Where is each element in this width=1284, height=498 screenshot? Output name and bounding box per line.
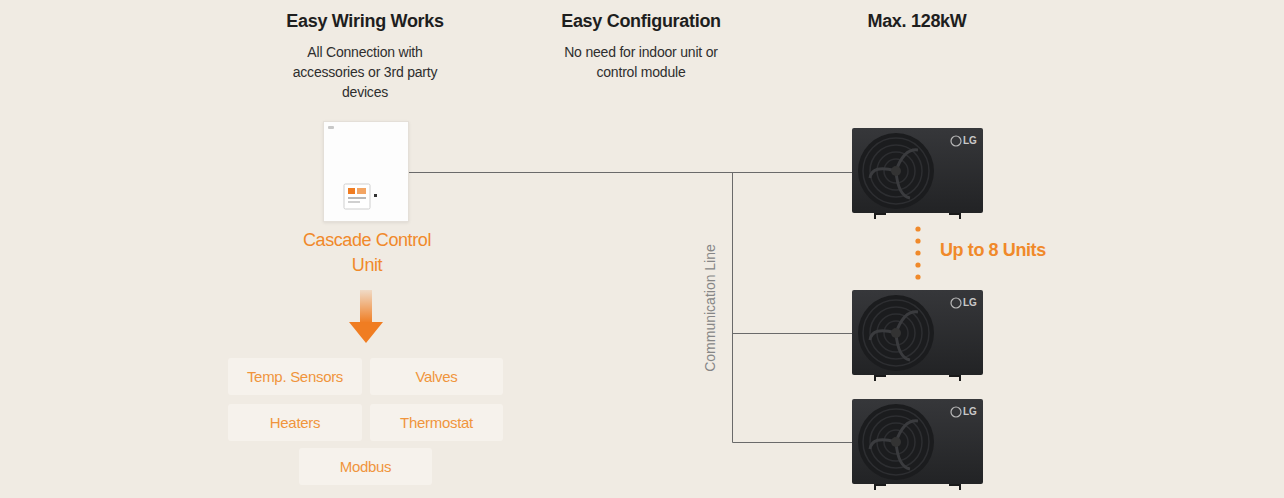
section-heading: Easy Configuration [521,9,761,33]
brand-logo: LG [963,135,977,147]
control-unit: Cascade Control Unit [323,121,409,222]
brand-logo: LG [963,297,977,309]
accessory-box: Thermostat [370,404,503,441]
controller-face [324,122,410,223]
accessory-label: Temp. Sensors [247,368,343,385]
unit-label: Cascade Control Unit [302,228,432,278]
accessory-label: Valves [415,368,457,385]
section-note: No need for indoor unit or control modul… [560,42,722,82]
accessory-box: Modbus [299,448,432,485]
ellipsis-dots [915,226,920,279]
section-note: All Connection with accessories or 3rd p… [290,42,440,102]
section-heading: Max. 128kW [817,9,1017,33]
communication-line [409,173,852,443]
accessory-box: Temp. Sensors [228,358,362,395]
section-heading: Easy Wiring Works [245,9,485,33]
accessory-box: Valves [370,358,503,395]
accessory-box: Heaters [228,404,362,441]
heat-pump-unit: LG [852,399,983,484]
count-label: Up to 8 Units [940,238,1046,262]
line-label: Communication Line [702,244,718,372]
accessory-label: Modbus [340,458,392,475]
communication-line [409,173,852,334]
accessory-label: Thermostat [400,414,473,431]
heat-pump-unit: LG [852,128,983,213]
brand-logo: LG [963,406,977,418]
down-arrow [349,290,383,343]
accessory-label: Heaters [270,414,320,431]
heat-pump-unit: LG [852,290,983,375]
